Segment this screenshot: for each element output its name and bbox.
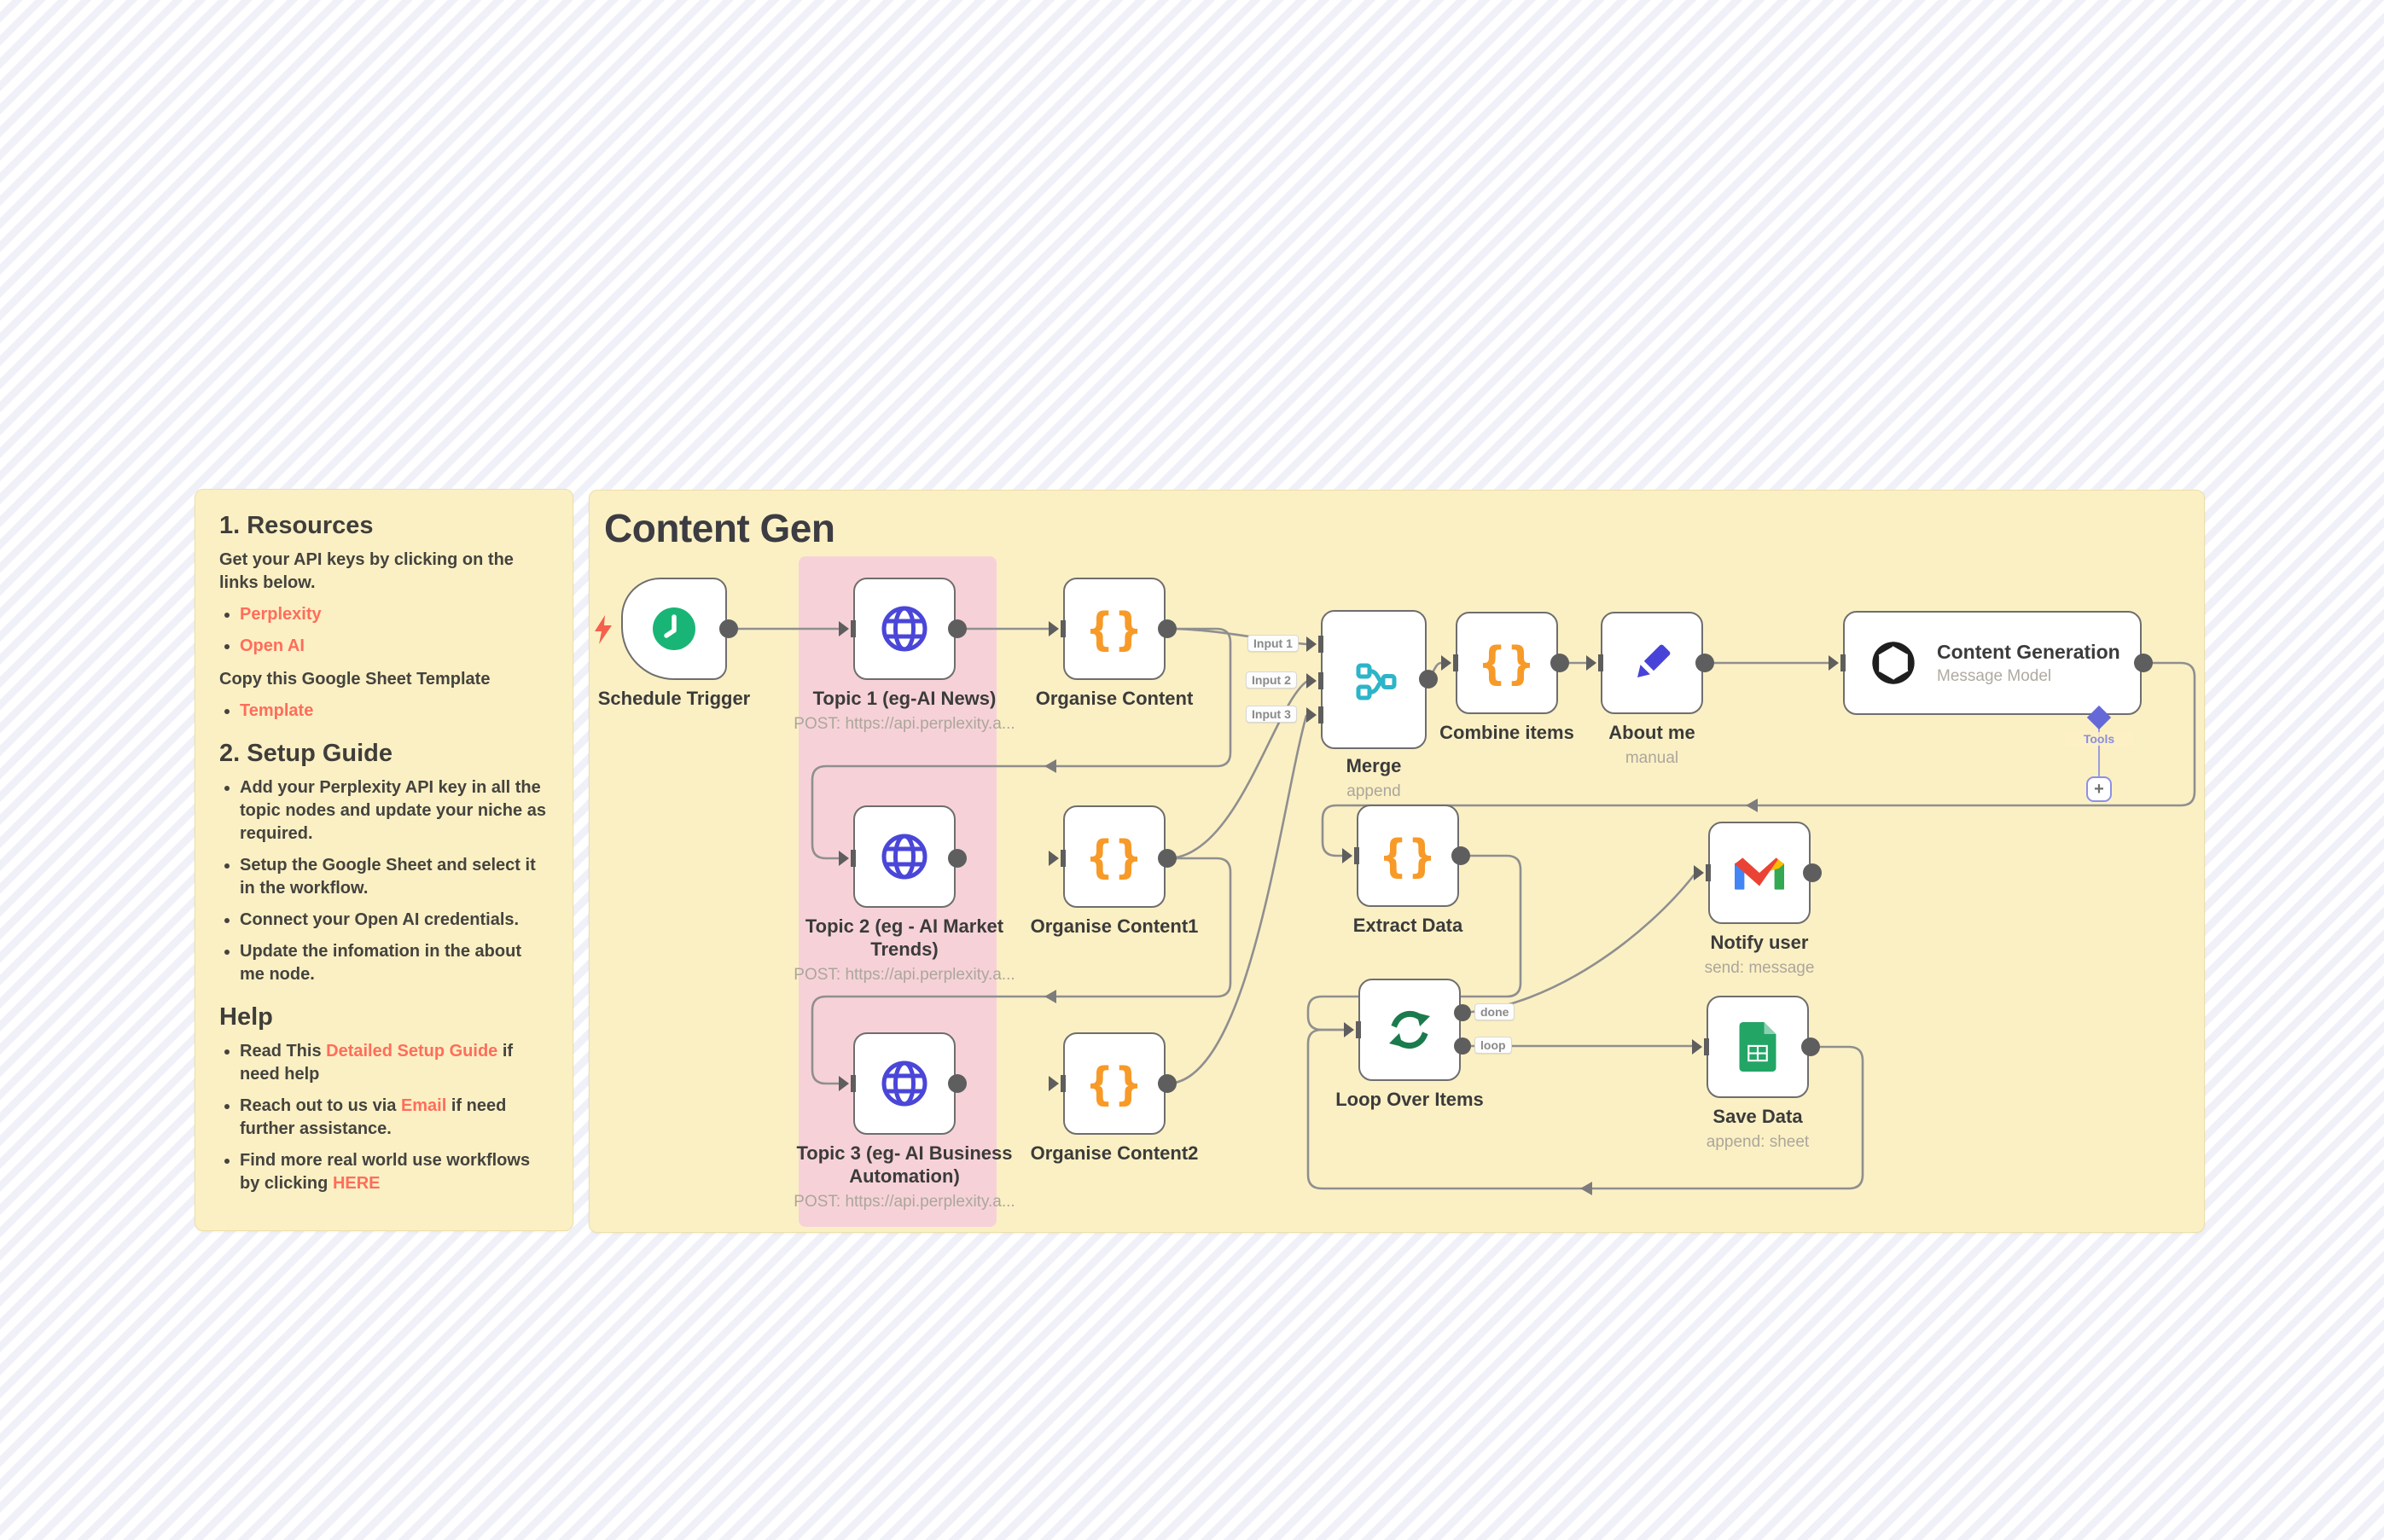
merge-icon [1356,663,1397,700]
loop-loop-badge: loop [1474,1037,1512,1054]
node-topic1[interactable] [853,578,956,680]
globe-icon [881,606,927,652]
resources-sticky-note[interactable]: 1. Resources Get your API keys by clicki… [195,489,573,1231]
node-label: Schedule Trigger [597,688,751,709]
pencil-icon [1637,644,1671,677]
node-label: Topic 3 (eg- AI Business Automation) POS… [776,1142,1032,1213]
help-text: Find more real world use workflows by cl… [240,1151,531,1193]
node-extract-data[interactable]: {} [1357,805,1459,907]
workflow-title: Content Gen [604,506,835,550]
node-label: Organise Content1 [1030,915,1199,937]
node-subtitle: POST: https://api.perplexity.a... [794,966,1015,984]
list-item: Reach out to us via Email if need furthe… [240,1095,549,1141]
braces-icon: {} [1085,601,1143,656]
list-item: Update the infomation in the about me no… [240,940,549,986]
trigger-bolt-icon [595,615,612,644]
node-label: Organise Content2 [1030,1142,1199,1164]
help-text: Read This [240,1042,327,1061]
node-subtitle: Message Model [1937,666,2052,685]
node-organise-content1[interactable]: {} [1063,805,1166,908]
loop-done-badge: done [1474,1003,1515,1020]
node-label: About me manual [1524,721,1780,770]
list-item: Perplexity [240,603,549,626]
openai-link[interactable]: Open AI [240,636,305,655]
merge-input1-badge: Input 1 [1247,635,1299,652]
list-item: Open AI [240,635,549,658]
node-organise-content[interactable]: {} [1063,578,1166,680]
node-title: Content Generation [1937,640,2120,663]
node-schedule-trigger[interactable] [621,578,727,680]
template-link-list: Template [219,700,549,723]
node-about-me[interactable] [1601,612,1703,714]
loop-icon [1389,1010,1430,1049]
node-topic3[interactable] [853,1032,956,1135]
setup-guide-heading: 2. Setup Guide [219,740,393,767]
node-loop-over-items[interactable] [1358,979,1461,1081]
node-subtitle: append: sheet [1706,1133,1810,1151]
braces-icon: {} [1379,828,1437,883]
perplexity-link[interactable]: Perplexity [240,605,322,624]
globe-icon [881,1061,927,1107]
node-subtitle: send: message [1704,959,1815,977]
node-combine-items[interactable]: {} [1456,612,1558,714]
node-subtitle: append [1346,782,1401,800]
node-subtitle: POST: https://api.perplexity.a... [794,715,1015,733]
here-link[interactable]: HERE [332,1174,381,1193]
node-notify-user[interactable] [1708,822,1811,924]
node-label: Notify user send: message [1631,931,1887,979]
sheets-icon [1739,1022,1776,1072]
node-save-data[interactable] [1707,996,1809,1098]
node-subtitle: POST: https://api.perplexity.a... [794,1193,1015,1211]
node-content-generation[interactable]: Content Generation Message Model [1843,611,2142,715]
resources-heading: 1. Resources [219,512,374,539]
node-label: Merge append [1288,754,1459,803]
node-label: Organise Content [1035,688,1194,709]
resources-intro: Get your API keys by clicking on the lin… [219,550,514,592]
node-subtitle: manual [1625,749,1679,767]
globe-icon [881,834,927,880]
list-item: Template [240,700,549,723]
merge-input2-badge: Input 2 [1246,671,1297,689]
add-tool-button[interactable]: + [2086,776,2112,802]
gmail-icon [1735,857,1784,890]
resource-links-list: Perplexity Open AI [219,603,549,658]
merge-input3-badge: Input 3 [1246,706,1297,723]
help-text: if need help [240,1042,514,1084]
list-item: Read This Detailed Setup Guide if need h… [240,1040,549,1086]
braces-icon: {} [1085,829,1143,884]
list-item: Add your Perplexity API key in all the t… [240,776,549,846]
node-topic2[interactable] [853,805,956,908]
copy-template-text: Copy this Google Sheet Template [219,670,491,689]
braces-icon: {} [1478,636,1536,690]
node-label: Loop Over Items [1335,1089,1484,1110]
openai-icon [1872,642,1915,684]
detailed-setup-guide-link[interactable]: Detailed Setup Guide [326,1042,498,1061]
email-link[interactable]: Email [400,1096,447,1115]
help-text: Reach out to us via [240,1096,401,1115]
list-item: Setup the Google Sheet and select it in … [240,854,549,900]
help-list: Read This Detailed Setup Guide if need h… [219,1040,549,1195]
tools-label: Tools [2065,732,2133,746]
node-organise-content2[interactable]: {} [1063,1032,1166,1135]
node-label: Extract Data [1352,915,1463,936]
list-item: Connect your Open AI credentials. [240,909,549,932]
node-label: Save Data append: sheet [1630,1105,1886,1154]
template-link[interactable]: Template [240,701,314,720]
help-heading: Help [219,1003,273,1031]
braces-icon: {} [1085,1056,1143,1111]
setup-guide-list: Add your Perplexity API key in all the t… [219,776,549,986]
help-text: if need further assistance. [240,1096,507,1138]
clock-icon [653,607,695,650]
list-item: Find more real world use workflows by cl… [240,1149,549,1195]
